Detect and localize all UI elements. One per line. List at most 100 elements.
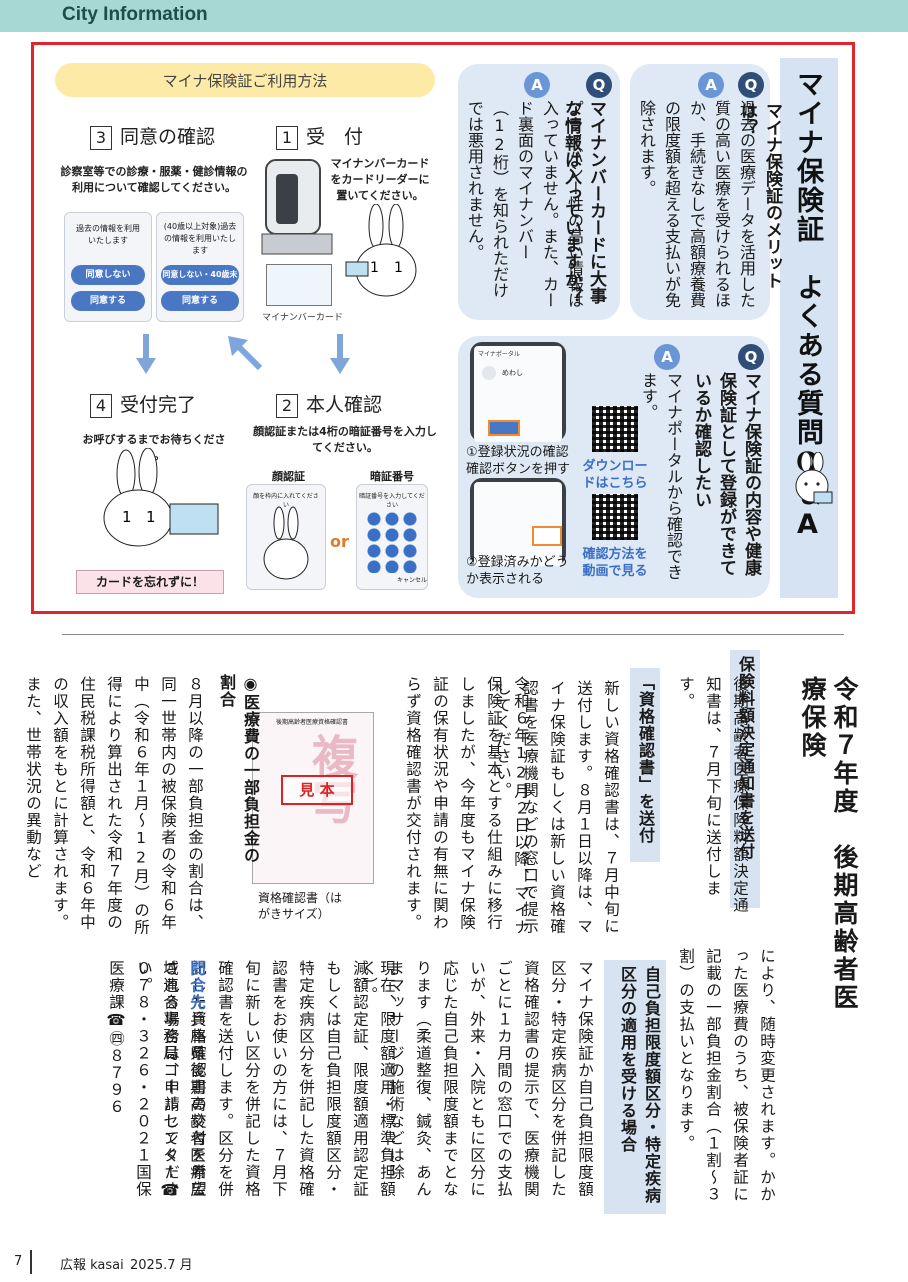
section-heading-notice: 保険料額決定通知書を送付: [730, 650, 760, 908]
face-screen-text: 顔を枠内に入れてください: [253, 493, 319, 509]
registered-status: [532, 526, 562, 546]
section-body-limit-1: マイナ保険証か自己負担限度額区分・特定疾病区分を併記した資格確認書の提示で、医療…: [360, 960, 594, 1198]
consent-box-text: (40歳以上対象)過去の情報を利用いたします: [163, 222, 237, 255]
card-caption: マイナンバーカード: [262, 313, 343, 323]
phone-user-name: めわし: [502, 369, 523, 377]
footer-bar: [30, 1250, 32, 1274]
answer-badge: A: [654, 344, 680, 370]
phone-header: マイナポータル: [478, 351, 520, 358]
contact-dept: 国保医療課☎㊃８７９６: [107, 960, 152, 1198]
section-divider: [62, 634, 844, 635]
consent-box-2: (40歳以上対象)過去の情報を利用いたします 同意しない・40歳未満 同意する: [156, 212, 244, 322]
question-badge: Q: [738, 344, 764, 370]
disagree-button[interactable]: 同意しない: [71, 265, 145, 285]
section-body-copay-cont: により、随時変更されます。かかった医療費のうち、被保険者証に記載の一部負担金割合…: [677, 948, 776, 1203]
article-title: 令和７年度 後期高齢者医療保険: [798, 676, 859, 1012]
my-number-card-icon: [266, 264, 332, 306]
qr-code-download[interactable]: [592, 406, 638, 452]
pin-label: 暗証番号: [370, 470, 414, 483]
step-1-note: マイナンバーカードをカードリーダーに置いてください。: [330, 157, 430, 202]
arrow-upleft-icon: [226, 334, 266, 374]
svg-text:1: 1: [370, 260, 379, 276]
qa-card-merit: Q マイナ保険証のメリットは？ A 過去の医療データを活用した質の高い医療を受け…: [630, 64, 782, 320]
section-heading-limit: 自己負担限度額区分・特定疾病区分の適用を受ける場合: [604, 960, 666, 1214]
step2-caption: ②登録済みかどうか表示される: [466, 555, 569, 587]
step-number: 1: [276, 126, 298, 150]
phone-screen: マイナポータル めわし: [474, 346, 562, 442]
step-title: 同意の確認: [120, 126, 216, 148]
answer-text: 過去の医療データを活用した質の高い医療を受けられるほか、手続きなしで高額療養費の…: [637, 100, 756, 308]
step-title: 受 付: [306, 126, 364, 148]
answer-text: マイナポータルから確認できます。: [639, 372, 683, 580]
reminder-text: カードを忘れずに！: [95, 575, 204, 589]
svg-text:1: 1: [122, 508, 132, 526]
answer-text: プライバシー性の高い情報は入っていません。また、カード裏面のマイナンバー（12桁…: [465, 100, 584, 308]
certificate-stamp: 見 本: [281, 775, 353, 805]
qa-title-bar: マイナ保険証 よくある質問Q＆A: [780, 58, 838, 598]
face-auth-screen[interactable]: 顔を枠内に入れてください: [246, 484, 326, 590]
publication-name: 広報 kasai: [60, 1258, 124, 1273]
step-number: 3: [90, 126, 112, 150]
face-auth-label: 顔認証: [272, 470, 305, 483]
phone-mockup-2: [470, 478, 566, 566]
step-3-note: 診察室等での診療・服薬・健診情報の利用について確認してください。: [60, 165, 248, 194]
pin-keypad[interactable]: [365, 511, 419, 573]
rabbit-face-icon: [263, 506, 309, 580]
section-header: City Information: [0, 0, 908, 32]
contact-tel: ☎０７８・３２６・２０２１: [134, 960, 179, 1201]
arrow-down-icon: [330, 334, 350, 374]
or-label: or: [330, 532, 349, 551]
pin-entry-screen[interactable]: 暗証番号を入力してください キャンセル: [356, 484, 428, 590]
confirm-button[interactable]: [488, 420, 520, 436]
question-text: マイナンバーカードに大事な情報は入っていますか？: [561, 100, 606, 304]
agree-button[interactable]: 同意する: [161, 291, 239, 311]
arrow-down-icon: [136, 334, 156, 374]
cancel-button[interactable]: キャンセル: [397, 577, 428, 584]
svg-text:1: 1: [146, 508, 156, 526]
question-badge: Q: [586, 72, 612, 98]
question-text: マイナ保険証のメリットは？: [737, 102, 782, 289]
agree-button[interactable]: 同意する: [71, 291, 145, 311]
contact-label: 問合先: [188, 960, 206, 1011]
issue-date: 2025.7 月: [130, 1258, 193, 1273]
section-body-limit-2: 現在、限度額適用・標準負担額減額認定証、限度額適用認定証もしくは自己負担限度額区…: [135, 960, 396, 1198]
phone-mockup-1: マイナポータル めわし: [470, 342, 566, 442]
section-body-notice: 後期高齢者医療保険料額決定通知書は、７月下旬に送付します。: [677, 676, 749, 914]
section-heading-certificate: 「資格確認書」を送付: [630, 668, 660, 862]
reminder-banner: カードを忘れずに！: [76, 570, 224, 594]
certificate-doc-title: 後期高齢者医療資格確認書: [275, 719, 348, 726]
contact-block: 問合先兵庫県後期高齢者医療広域連合事務局コールセンター☎０７８・３２６・２０２１…: [86, 960, 210, 1206]
question-badge: Q: [738, 72, 764, 98]
usage-title: マイナ保険証ご利用方法: [162, 72, 328, 90]
section-heading-copay: ◉医療費の一部負担金の割合: [217, 674, 260, 864]
step-1-label: 1 受 付: [276, 122, 363, 150]
rabbit-mascot-icon: [790, 451, 834, 508]
step-2-note: 顔認証または4桁の暗証番号を入力してください。: [253, 425, 437, 454]
step-number: 2: [276, 394, 298, 418]
card-reader-illustration: [260, 154, 336, 262]
answer-badge: A: [698, 72, 724, 98]
phone-screen: [474, 482, 562, 566]
section-body-certificate-2: 令和６年12月２日以降、マイナ保険証を基本とする仕組みに移行しましたが、今年度も…: [404, 676, 530, 936]
pin-screen-text: 暗証番号を入力してください: [359, 493, 425, 509]
qr-download-label: ダウンロードはこちら: [582, 459, 648, 491]
certificate-image: 後期高齢者医療資格確認書 複写 見 本: [252, 712, 374, 884]
qa-card-confirm: Q マイナ保険証の内容や健康保険証として登録ができているか確認したい A マイナ…: [458, 336, 770, 598]
consent-box-1: 過去の情報を利用いたします 同意しない 同意する: [64, 212, 152, 322]
avatar: [482, 366, 496, 380]
consent-box-text: 過去の情報を利用いたします: [76, 224, 140, 245]
usage-title-pill: マイナ保険証ご利用方法: [55, 63, 435, 97]
qr-code-video[interactable]: [592, 494, 638, 540]
page-number: 7: [14, 1254, 23, 1269]
step-number: 4: [90, 394, 112, 418]
svg-text:1: 1: [394, 260, 403, 276]
qr-video-label: 確認方法を動画で見る: [582, 547, 648, 579]
qa-frame: [31, 42, 855, 614]
disagree-under40-button[interactable]: 同意しない・40歳未満: [161, 265, 239, 299]
section-title: City Information: [62, 4, 208, 25]
section-body-copay: ８月以降の一部負担金の割合は、同一世帯内の被保険者の令和６年中（令和６年１月〜1…: [24, 676, 204, 936]
qa-card-info: Q マイナンバーカードに大事な情報は入っていますか？ A プライバシー性の高い情…: [458, 64, 620, 320]
step-3-label: 3 同意の確認: [90, 122, 215, 150]
